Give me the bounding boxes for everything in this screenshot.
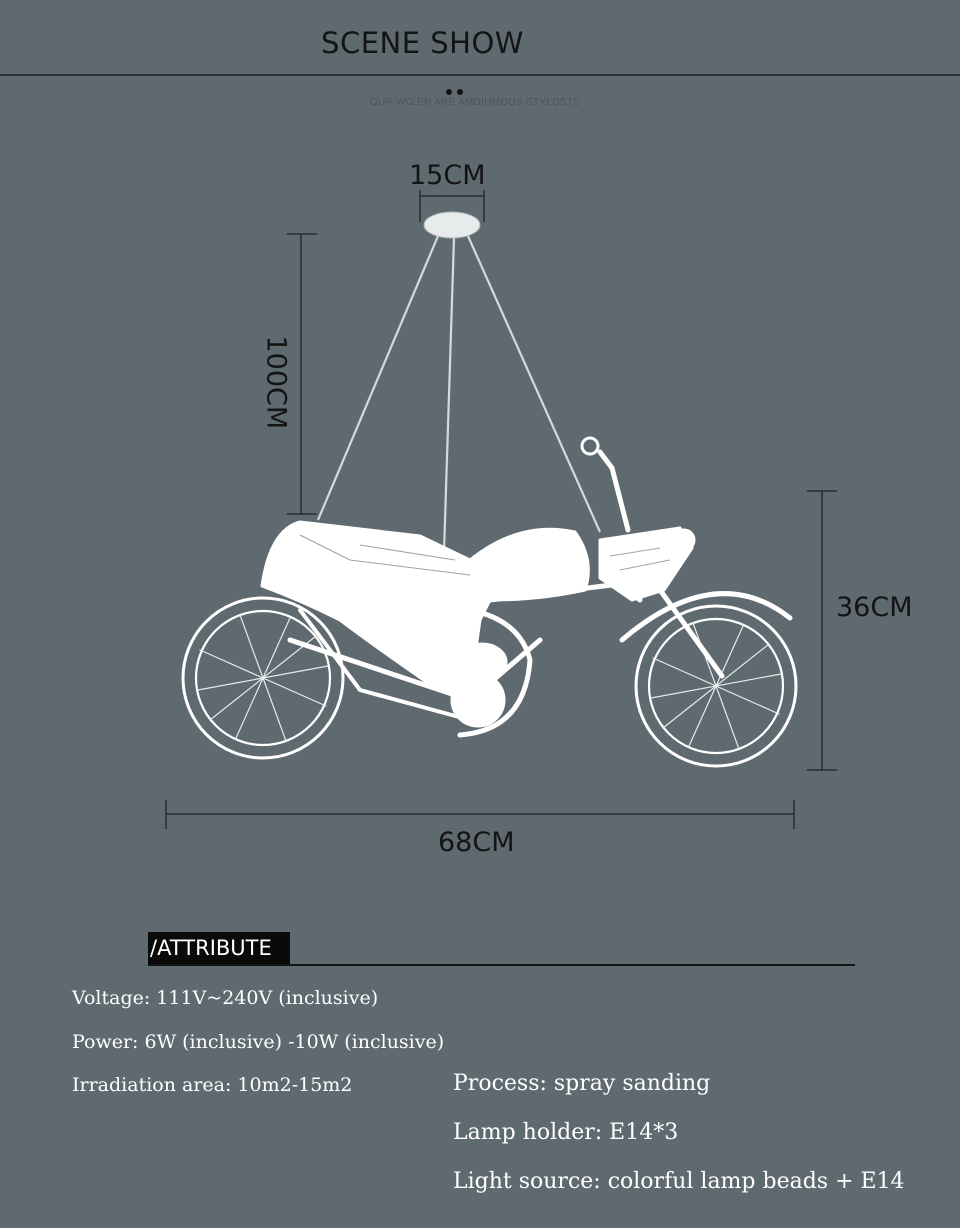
body-details [299,534,671,576]
handlebar [597,449,631,533]
attribute-heading: /ATTRIBUTE [148,932,290,965]
dot-1 [446,89,452,95]
dimension-height: 36CM [836,592,913,623]
headlight-block [598,526,694,602]
engine-head [456,642,508,682]
front-rim [647,617,785,755]
spec-process: Process: spray sanding [453,1071,711,1096]
tank-seat-body [260,520,590,695]
front-fender [619,591,793,643]
dimension-lines [165,190,837,829]
spec-voltage: Voltage: 111V~240V (inclusive) [72,987,379,1009]
header-divider [0,74,960,76]
spec-irradiation: Irradiation area: 10m2-15m2 [72,1074,353,1096]
spec-light-source: Light source: colorful lamp beads + E14 [453,1169,905,1194]
wire-left [316,235,440,521]
dimension-hang-length: 100CM [260,335,292,430]
dot-2 [457,89,463,95]
spec-lamp-holder: Lamp holder: E14*3 [453,1120,679,1145]
decorative-dots [446,82,476,95]
motorcycle [181,436,798,768]
swing-arm [298,608,472,722]
front-spokes [650,622,782,750]
suspension-wires [316,235,602,553]
wire-center [442,237,456,553]
ceiling-canopy [423,211,481,239]
page-subtitle: OUR WO.EN ARE AMDIUMOUS STYLDSTS [369,97,581,108]
spec-power: Power: 6W (inclusive) -10W (inclusive) [72,1031,445,1053]
attribute-divider [148,964,855,966]
rear-spokes [197,614,329,742]
rear-wheel [181,596,345,760]
wire-right [466,235,602,533]
engine [450,672,506,728]
page-title: SCENE SHOW [321,26,524,60]
headlight [672,528,696,552]
dimension-length: 68CM [438,827,515,858]
front-wheel [634,604,798,768]
handle-grip [580,436,600,456]
exhaust-pipe [457,607,533,738]
front-fork [657,587,725,679]
rear-rim [194,609,332,747]
dimension-canopy-width: 15CM [409,160,486,191]
